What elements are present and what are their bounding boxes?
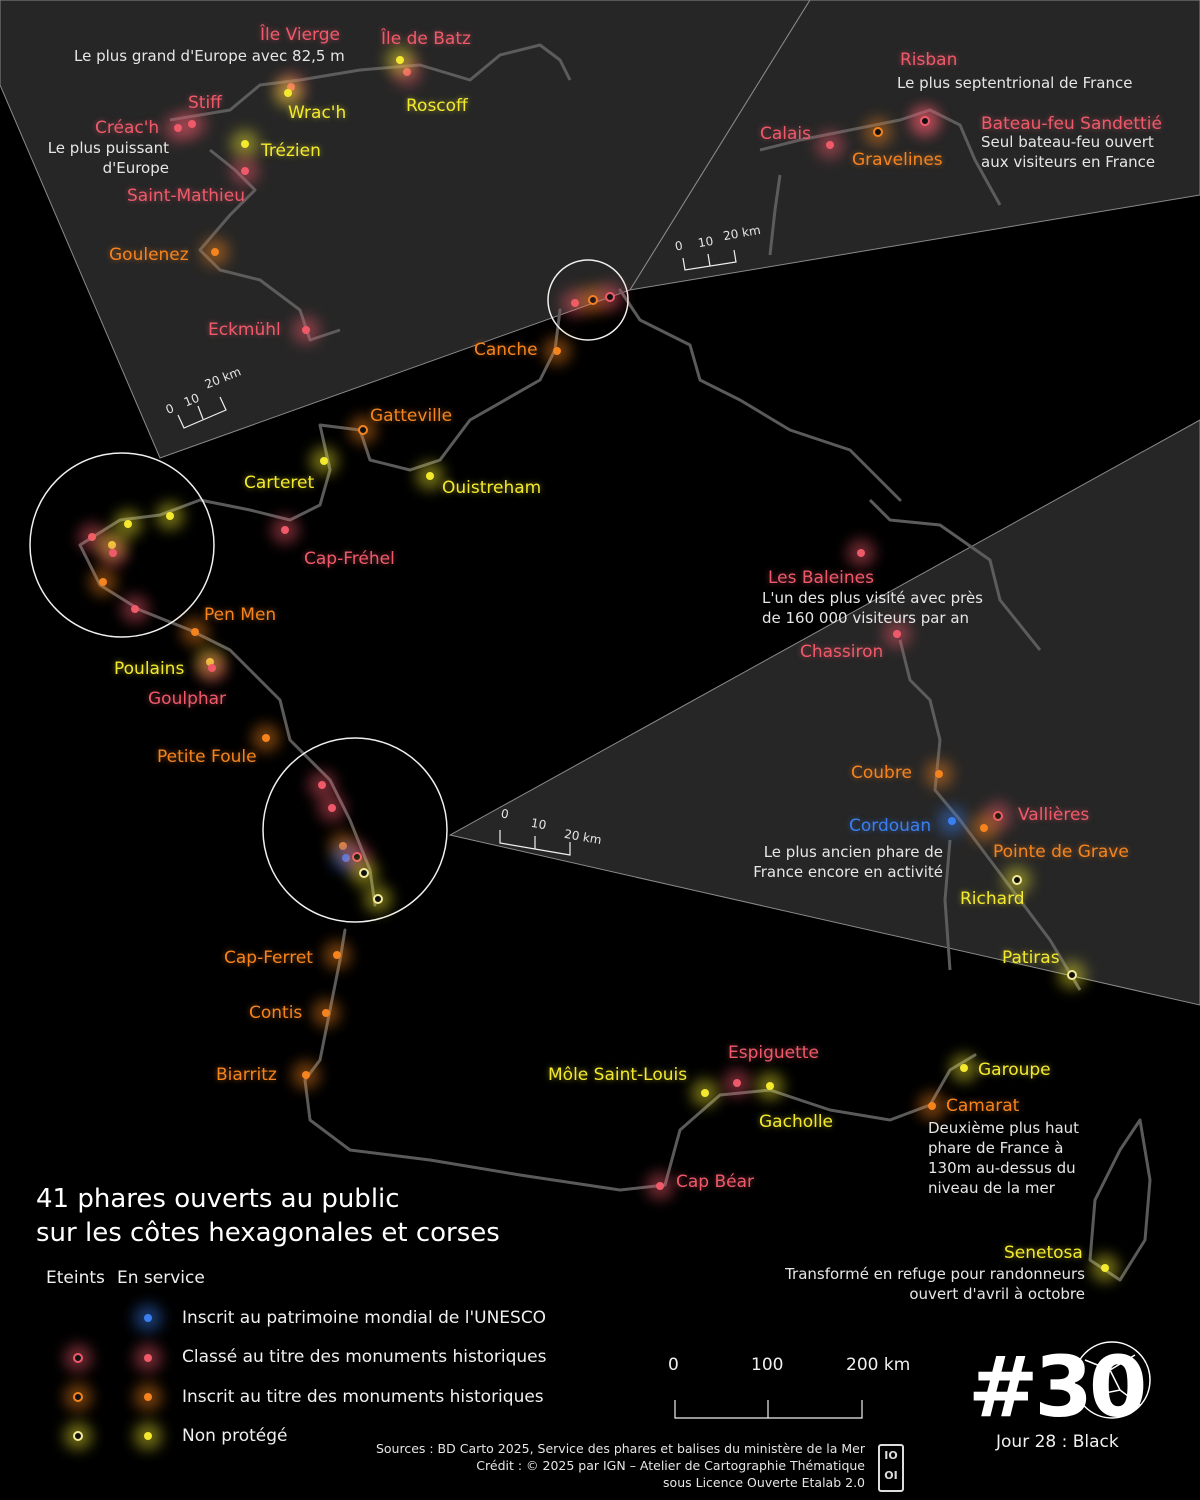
scale-bar-north <box>682 249 737 271</box>
lighthouse-gironde-0-marker[interactable] <box>857 549 865 557</box>
lighthouse-main-5-marker[interactable] <box>191 628 199 636</box>
lighthouse-main-18-marker[interactable] <box>1101 1264 1109 1272</box>
lighthouse-brittany-8-marker[interactable] <box>211 248 219 256</box>
zoom-marker-2-marker[interactable] <box>605 292 615 302</box>
lighthouse-main-1-marker[interactable] <box>358 425 368 435</box>
legend-service-unesco-marker[interactable] <box>144 1314 152 1322</box>
zoom-marker-16-marker[interactable] <box>373 894 383 904</box>
legend-eteint-inscrit-marker[interactable] <box>73 1392 83 1402</box>
zoom-marker-8-marker[interactable] <box>99 578 107 586</box>
lighthouse-gironde-5-marker[interactable] <box>980 824 988 832</box>
zoom-marker-9-marker[interactable] <box>131 605 139 613</box>
lighthouse-main-11-marker[interactable] <box>302 1071 310 1079</box>
lighthouse-main-7-marker[interactable] <box>208 664 216 672</box>
zoom-marker-5-marker[interactable] <box>124 520 132 528</box>
lighthouse-gironde-1-marker[interactable] <box>893 630 901 638</box>
lighthouse-brittany-6-marker[interactable] <box>241 140 249 148</box>
lighthouse-brittany-5-marker[interactable] <box>174 124 182 132</box>
legend-eteint-classe-marker[interactable] <box>73 1353 83 1363</box>
lighthouse-gironde-2-marker[interactable] <box>935 770 943 778</box>
legend-service-classe-marker[interactable] <box>144 1354 152 1362</box>
scale-bar-main <box>674 1400 863 1419</box>
zoom-circle-gironde <box>262 737 448 923</box>
lighthouse-north-2-marker[interactable] <box>873 127 883 137</box>
zoom-marker-3-marker[interactable] <box>88 533 96 541</box>
lighthouse-main-13-marker[interactable] <box>733 1079 741 1087</box>
zoom-marker-10-marker[interactable] <box>318 781 326 789</box>
lighthouse-gironde-6-marker[interactable] <box>1012 875 1022 885</box>
lighthouse-gironde-7-marker[interactable] <box>1067 970 1077 980</box>
lighthouse-main-0-marker[interactable] <box>553 347 561 355</box>
lighthouse-gironde-3-marker[interactable] <box>948 817 956 825</box>
lighthouse-main-2-marker[interactable] <box>320 457 328 465</box>
zoom-circle-brittany <box>29 452 215 638</box>
lighthouse-brittany-9-marker[interactable] <box>302 326 310 334</box>
zoom-marker-1-marker[interactable] <box>588 295 598 305</box>
lighthouse-brittany-7-marker[interactable] <box>241 167 249 175</box>
lighthouse-brittany-3-marker[interactable] <box>396 56 404 64</box>
lighthouse-main-14-marker[interactable] <box>766 1082 774 1090</box>
lighthouse-main-3-marker[interactable] <box>426 472 434 480</box>
lighthouse-main-10-marker[interactable] <box>322 1009 330 1017</box>
inset-gironde-panel <box>448 419 1200 1006</box>
legend-service-non_protege-marker[interactable] <box>144 1432 152 1440</box>
legend-markers <box>64 1304 162 1450</box>
zoom-marker-7-marker[interactable] <box>109 549 117 557</box>
zoom-marker-0-marker[interactable] <box>571 299 579 307</box>
scale-bar-brittany <box>177 396 227 429</box>
zoom-marker-15-marker[interactable] <box>359 868 369 878</box>
zoom-marker-6-marker[interactable] <box>166 512 174 520</box>
lighthouse-main-15-marker[interactable] <box>656 1182 664 1190</box>
lighthouse-main-17-marker[interactable] <box>928 1102 936 1110</box>
lighthouse-markers <box>78 46 1119 1282</box>
zoom-circle-north <box>547 259 629 341</box>
lighthouse-main-9-marker[interactable] <box>333 951 341 959</box>
lighthouse-north-3-marker[interactable] <box>920 116 930 126</box>
legend-eteint-non_protege-marker[interactable] <box>73 1431 83 1441</box>
legend-service-inscrit-marker[interactable] <box>144 1393 152 1401</box>
network-doodle-icon <box>1073 1341 1151 1419</box>
inset-north-panel <box>628 0 1200 291</box>
lighthouse-main-8-marker[interactable] <box>262 734 270 742</box>
lighthouse-main-16-marker[interactable] <box>960 1064 968 1072</box>
lighthouse-north-1-marker[interactable] <box>826 141 834 149</box>
lighthouse-gironde-4-marker[interactable] <box>993 811 1003 821</box>
lighthouse-main-12-marker[interactable] <box>701 1089 709 1097</box>
zoom-marker-11-marker[interactable] <box>328 804 336 812</box>
lighthouse-main-4-marker[interactable] <box>281 526 289 534</box>
scale-bar-gironde <box>499 830 571 856</box>
lighthouse-brittany-2-marker[interactable] <box>284 89 292 97</box>
